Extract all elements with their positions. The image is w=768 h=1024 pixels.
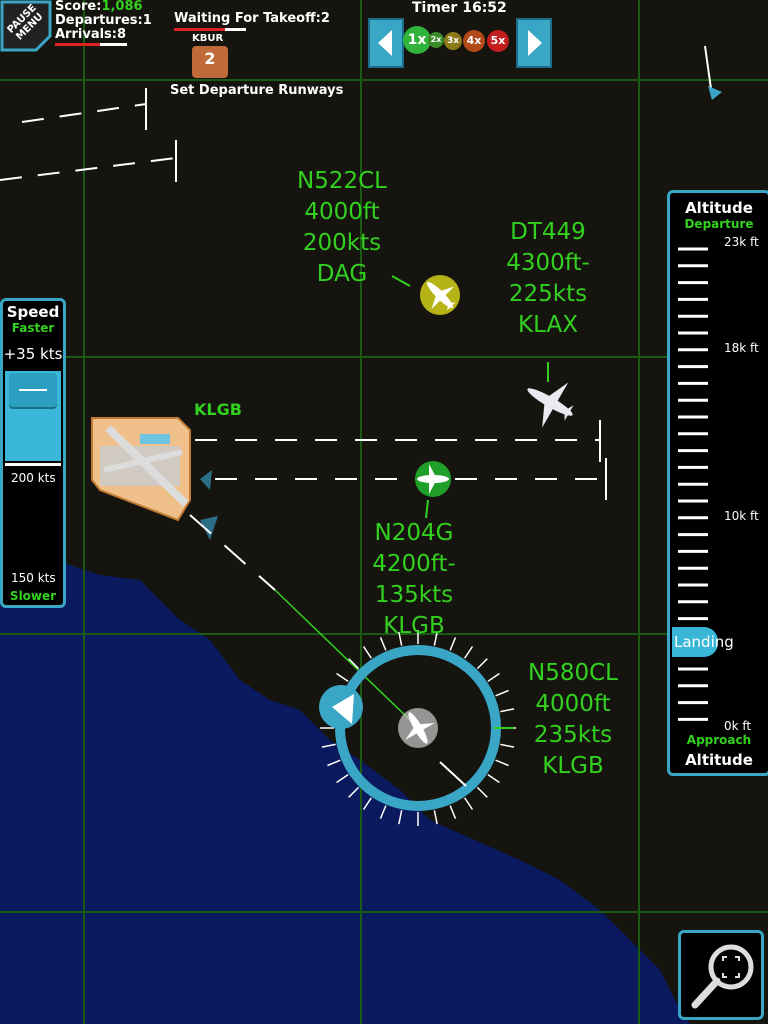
speed-mark-150: 150 kts — [11, 571, 56, 585]
flight-callsign: N204G — [374, 520, 454, 546]
flight-callsign: N580CL — [528, 660, 618, 686]
arrow-left-icon — [378, 30, 392, 56]
speed-slider-handle[interactable] — [9, 373, 57, 407]
departure-queue-button[interactable]: 2 — [192, 46, 228, 78]
speed-current: +35 kts — [3, 345, 63, 363]
speed-panel[interactable]: Speed Faster +35 kts 200 kts 150 kts Slo… — [0, 298, 66, 608]
set-departure-runways[interactable]: Set Departure Runways — [170, 83, 344, 98]
landing-label: Landing — [674, 633, 734, 651]
flight-label-n522cl[interactable]: N522CL 4000ft 200kts DAG — [288, 166, 396, 290]
pause-menu-button[interactable]: PAUSE MENU — [0, 0, 52, 52]
altitude-mark-18k: 18k ft — [724, 341, 759, 355]
altitude-approach-label: Approach — [686, 733, 752, 747]
departures-count: Departures:1 — [55, 13, 152, 28]
score-label: Score: — [55, 0, 102, 14]
holding-pattern[interactable] — [319, 630, 516, 826]
arrivals-count: Arrivals:8 — [55, 27, 127, 42]
altitude-departure-label: Departure — [684, 217, 754, 231]
magnifier-icon — [691, 944, 754, 1009]
runway-arrow-icon — [200, 470, 212, 490]
speed-up-button[interactable] — [516, 18, 552, 68]
speed-1x[interactable]: 1x — [403, 26, 431, 54]
landing-handle[interactable] — [672, 627, 718, 657]
pause-menu-icon — [0, 0, 52, 52]
flight-destination: KLGB — [542, 753, 604, 779]
altitude-title-bottom: Altitude — [685, 751, 753, 769]
flight-destination: DAG — [316, 261, 368, 287]
departure-queue-count: 2 — [204, 49, 216, 68]
ocean — [0, 540, 690, 1024]
aircraft-n522cl[interactable] — [391, 271, 464, 319]
speed-slower-label: Slower — [9, 589, 57, 603]
altitude-mark-10k: 10k ft — [724, 509, 759, 523]
flight-altitude: 4000ft — [304, 199, 380, 225]
flight-label-n204g[interactable]: N204G 4200ft- 135kts KLGB — [360, 518, 468, 642]
flight-callsign: DT449 — [510, 219, 586, 245]
altitude-mark-0k: 0k ft — [724, 719, 752, 733]
speed-5x[interactable]: 5x — [487, 30, 509, 52]
altitude-mark-23k: 23k ft — [724, 235, 759, 249]
arrow-right-icon — [528, 30, 542, 56]
speed-mark-200: 200 kts — [11, 471, 56, 485]
airport-label: KLGB — [194, 400, 242, 419]
aircraft-n204g[interactable] — [415, 461, 451, 519]
flight-destination: KLAX — [518, 312, 578, 338]
approach-path-kbur — [0, 103, 177, 181]
flight-altitude: 4300ft- — [506, 250, 590, 276]
flight-speed: 225kts — [508, 281, 588, 307]
flight-altitude: 4200ft- — [372, 551, 456, 577]
flight-destination: KLGB — [383, 613, 445, 639]
arrivals-bar — [55, 43, 127, 46]
speed-3x[interactable]: 3x — [444, 32, 462, 50]
zoom-button[interactable] — [678, 930, 764, 1020]
speed-2x[interactable]: 2x — [428, 32, 444, 48]
score-value: 1,086 — [101, 0, 143, 14]
speed-down-button[interactable] — [368, 18, 404, 68]
flight-speed: 135kts — [374, 582, 454, 608]
speed-title: Speed — [6, 303, 60, 321]
departure-airport-code: KBUR — [192, 33, 224, 44]
altitude-panel[interactable]: Altitude Departure 23k ft 18k ft 10k ft … — [667, 190, 768, 776]
flight-callsign: N522CL — [297, 168, 387, 194]
score-panel: Score:1,086 Departures:1 Arrivals:8 — [55, 0, 152, 42]
flight-speed: 200kts — [302, 230, 382, 256]
altitude-title-top: Altitude — [685, 199, 753, 217]
flight-altitude: 4000ft — [535, 691, 611, 717]
approach-path-klgb — [195, 439, 606, 480]
north-arrow-icon — [704, 45, 722, 100]
flight-label-n580cl[interactable]: N580CL 4000ft 235kts KLGB — [518, 658, 628, 782]
airport-klgb[interactable] — [91, 417, 191, 522]
speed-4x[interactable]: 4x — [463, 30, 485, 52]
flight-label-dt449[interactable]: DT449 4300ft- 225kts KLAX — [496, 217, 600, 341]
timer: Timer 16:52 — [412, 0, 507, 16]
speed-faster-label: Faster — [11, 321, 55, 335]
flight-speed: 235kts — [533, 722, 613, 748]
waiting-for-takeoff: Waiting For Takeoff:2 — [174, 11, 330, 26]
